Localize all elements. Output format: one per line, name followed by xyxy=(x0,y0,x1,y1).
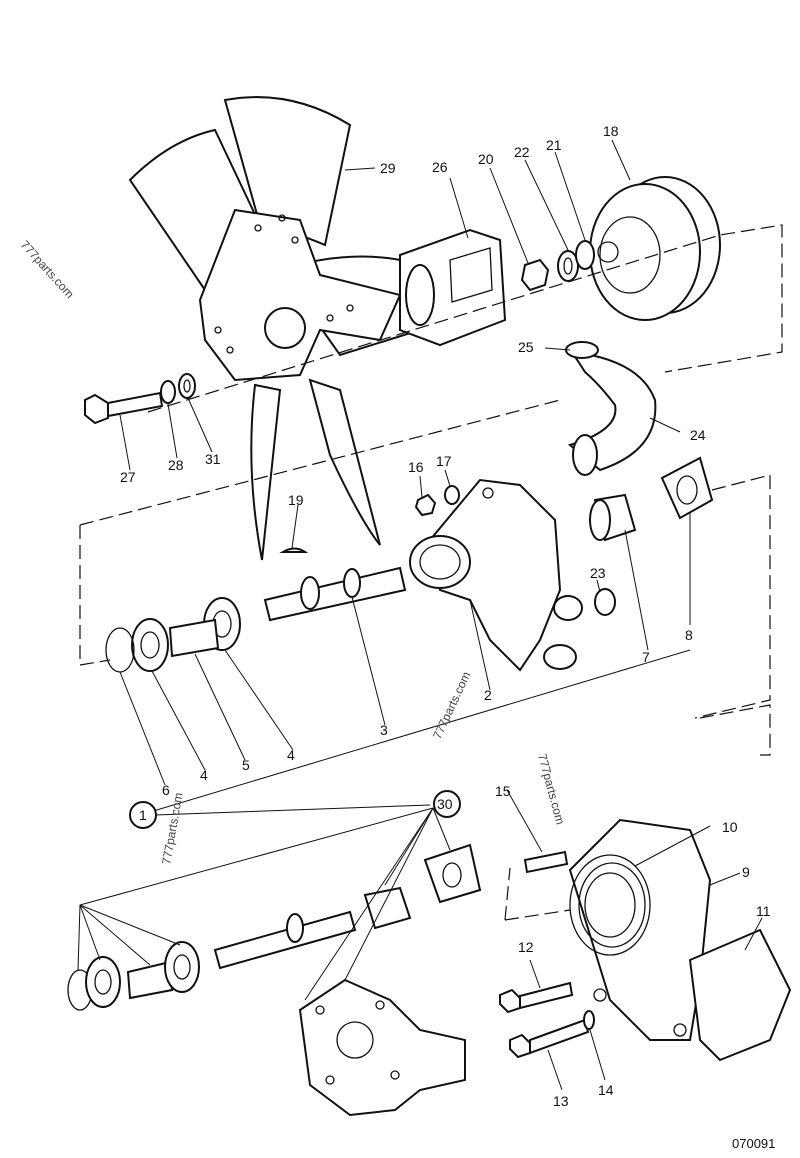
watermark-2: 777parts.com xyxy=(430,669,473,741)
impeller-8 xyxy=(660,456,714,520)
washer-14 xyxy=(583,1010,595,1030)
stud-15 xyxy=(523,850,569,874)
callout-24: 24 xyxy=(690,427,706,443)
reference-number: 070091 xyxy=(732,1136,775,1151)
coolant-hose xyxy=(565,341,657,476)
callout-1: 1 xyxy=(139,807,147,823)
callout-15: 15 xyxy=(495,783,511,799)
callout-17: 17 xyxy=(436,453,452,469)
callout-4-right: 4 xyxy=(287,747,295,763)
callout-13: 13 xyxy=(553,1093,569,1109)
nut-16 xyxy=(414,493,437,517)
callout-12: 12 xyxy=(518,939,534,955)
kit-spacer xyxy=(126,960,174,1000)
callout-19: 19 xyxy=(288,492,304,508)
callout-10: 10 xyxy=(722,819,738,835)
callout-18: 18 xyxy=(603,123,619,139)
callout-9: 9 xyxy=(742,864,750,880)
washer-31 xyxy=(178,373,196,399)
callout-23: 23 xyxy=(590,565,606,581)
callout-31: 31 xyxy=(205,451,221,467)
callout-30: 30 xyxy=(437,796,453,812)
callout-circle-30 xyxy=(433,790,461,818)
kit-shaft xyxy=(213,910,357,970)
gasket-10 xyxy=(578,862,646,948)
callout-8: 8 xyxy=(685,627,693,643)
woodruff-key-19 xyxy=(279,547,309,553)
fan-spacer xyxy=(399,228,507,347)
kit-impeller xyxy=(423,843,482,904)
watermark-4: 777parts.com xyxy=(159,791,185,865)
callout-28: 28 xyxy=(168,457,184,473)
washer-22 xyxy=(557,250,579,282)
circlip-6-upper xyxy=(105,627,135,673)
callout-14: 14 xyxy=(598,1082,614,1098)
kit-bearing-b xyxy=(164,941,200,993)
plug-23 xyxy=(594,588,616,616)
callout-6: 6 xyxy=(162,782,170,798)
pump-housing-2 xyxy=(409,478,583,672)
callout-5: 5 xyxy=(242,757,250,773)
rear-housing-9 xyxy=(568,818,712,1041)
washer-17 xyxy=(444,485,460,505)
callout-26: 26 xyxy=(432,159,448,175)
plate-11 xyxy=(688,928,792,1062)
seal-7 xyxy=(589,493,637,542)
callout-4-left: 4 xyxy=(200,767,208,783)
callout-7: 7 xyxy=(642,649,650,665)
bolt-27 xyxy=(84,391,164,425)
callout-2: 2 xyxy=(484,687,492,703)
callout-16: 16 xyxy=(408,459,424,475)
callout-11: 11 xyxy=(756,903,771,919)
leader-lines xyxy=(77,139,763,1091)
washer-28 xyxy=(160,380,176,404)
washer-21 xyxy=(575,240,595,270)
kit-seal xyxy=(363,886,412,930)
watermark-3: 777parts.com xyxy=(535,752,567,826)
bearing-4-lower xyxy=(131,618,169,672)
callout-27: 27 xyxy=(120,469,136,485)
fan-blade-assembly xyxy=(128,96,422,561)
watermark-1: 777parts.com xyxy=(18,238,77,301)
callout-3: 3 xyxy=(380,722,388,738)
assembly-lines xyxy=(79,224,783,921)
callout-29: 29 xyxy=(380,160,396,176)
shaft-3 xyxy=(263,566,407,622)
kit-gasket xyxy=(298,978,466,1117)
nut-20 xyxy=(520,258,550,292)
callout-21: 21 xyxy=(546,137,562,153)
kit-bearing-a xyxy=(85,956,121,1008)
callout-circle-1 xyxy=(129,801,157,829)
callout-25: 25 xyxy=(518,339,534,355)
callout-22: 22 xyxy=(514,144,530,160)
bolt-12 xyxy=(499,981,574,1014)
callout-20: 20 xyxy=(478,151,494,167)
callout-labels: 29 26 20 22 21 18 25 24 27 28 31 16 17 1… xyxy=(120,123,771,1109)
pulley xyxy=(589,176,721,321)
spacer-5-upper xyxy=(168,618,220,658)
bolt-13 xyxy=(509,1018,590,1059)
